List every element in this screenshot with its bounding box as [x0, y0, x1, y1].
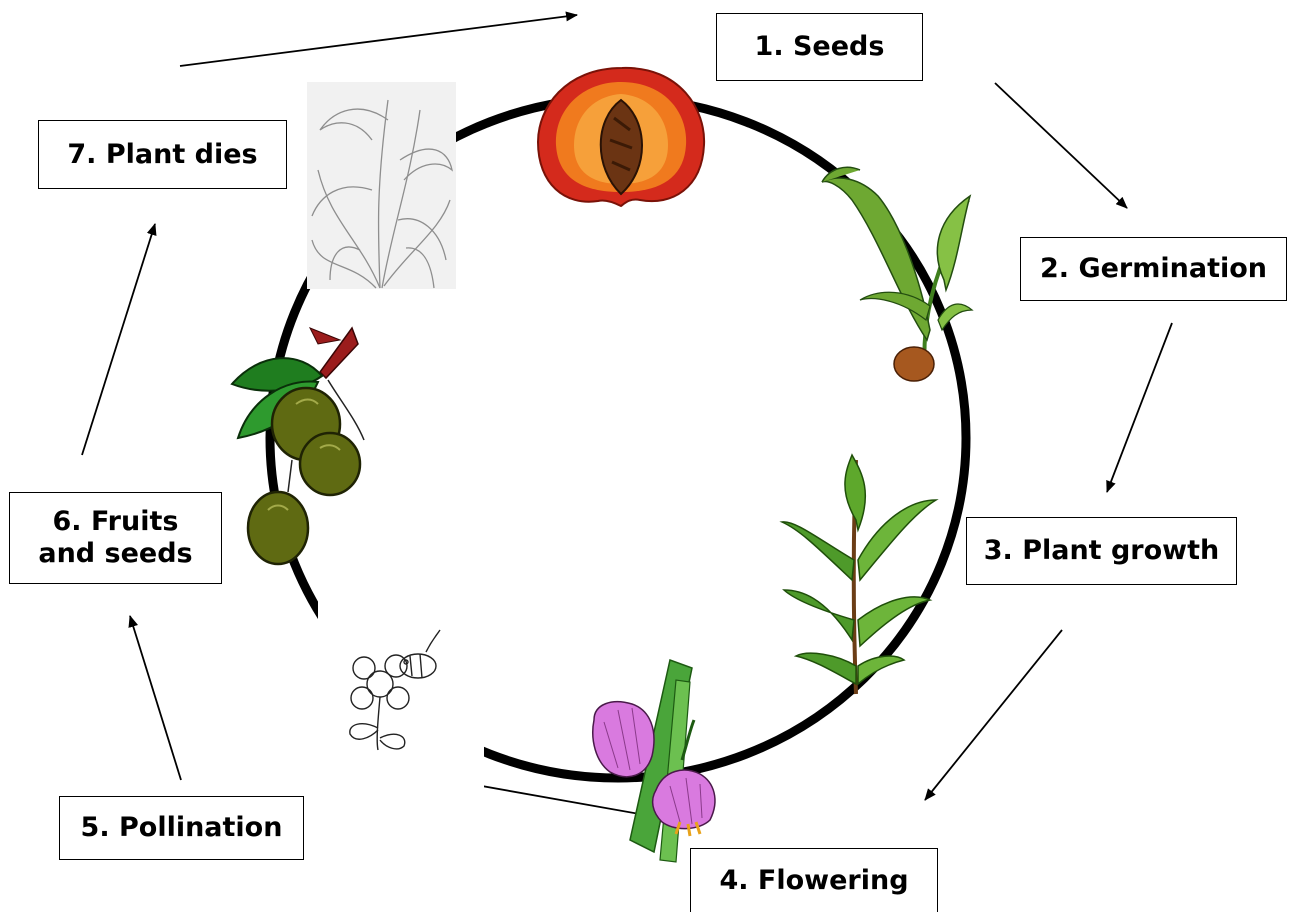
stage-label-flowering: 4. Flowering	[719, 865, 908, 897]
arrow-2-to-3	[1107, 323, 1172, 492]
stage-label-plant-dies: 7. Plant dies	[67, 139, 257, 171]
stage-label-pollination: 5. Pollination	[81, 812, 283, 844]
stage-label-plant-growth: 3. Plant growth	[984, 535, 1220, 567]
stage-box-fruits-and-seeds: 6. Fruits and seeds	[9, 492, 222, 584]
arrow-3-to-4	[925, 630, 1062, 800]
stage-label-germination: 2. Germination	[1040, 253, 1267, 285]
stage-box-pollination: 5. Pollination	[59, 796, 304, 860]
arrow-5-to-6	[130, 616, 181, 780]
flowering-plant	[593, 660, 715, 862]
growing-plant	[782, 455, 936, 694]
stage-label-seeds: 1. Seeds	[755, 31, 885, 63]
wilted-plant-sketch	[307, 82, 456, 289]
pollination-bee-sketch	[318, 590, 484, 800]
arrow-1-to-2	[995, 83, 1127, 208]
stage-box-plant-growth: 3. Plant growth	[966, 517, 1237, 585]
stage-box-germination: 2. Germination	[1020, 237, 1287, 301]
stage-box-plant-dies: 7. Plant dies	[38, 120, 287, 189]
stage-box-flowering: 4. Flowering	[690, 848, 938, 912]
arrow-7-to-1	[180, 15, 577, 66]
arrow-6-to-7	[82, 224, 155, 455]
stage-box-seeds: 1. Seeds	[716, 13, 923, 81]
stage-label-fruits-and-seeds: 6. Fruits and seeds	[38, 506, 192, 570]
fruits-on-branch	[232, 328, 364, 564]
peach-seed-illustration	[538, 68, 704, 206]
